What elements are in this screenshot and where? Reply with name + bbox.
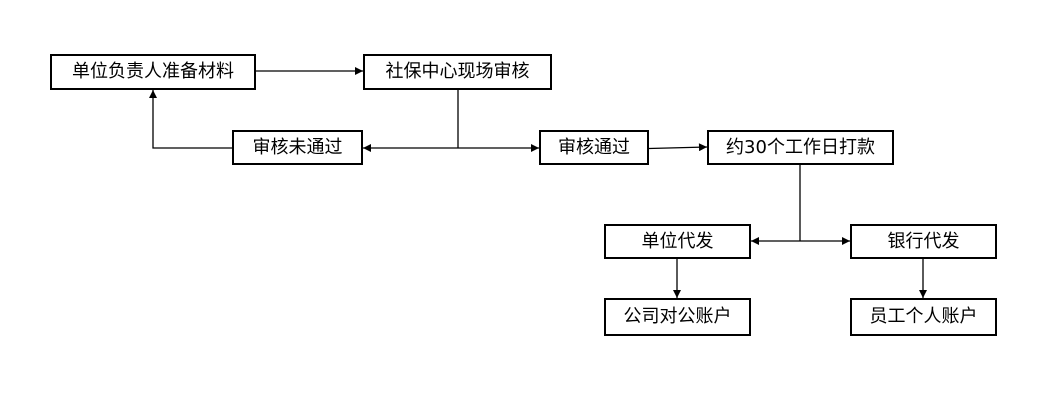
arrow-failed-to-prepare: [149, 90, 232, 149]
node-label: 社保中心现场审核: [385, 61, 530, 82]
node-prepare-materials: 单位负责人准备材料: [50, 54, 256, 90]
node-label: 审核通过: [558, 136, 630, 158]
node-review-failed: 审核未通过: [232, 130, 363, 165]
arrow-passed-to-payment: [648, 143, 708, 152]
node-label: 公司对公账户: [623, 306, 732, 327]
node-company-account: 公司对公账户: [604, 298, 751, 336]
node-label: 审核未通过: [252, 136, 343, 158]
node-bank-payout: 银行代发: [850, 224, 997, 259]
node-label: 单位负责人准备材料: [72, 61, 234, 82]
node-unit-payout: 单位代发: [604, 224, 751, 259]
node-payment: 约30个工作日打款: [707, 130, 894, 165]
node-label: 约30个工作日打款: [726, 136, 875, 158]
node-label: 员工个人账户: [869, 306, 978, 327]
node-employee-account: 员工个人账户: [850, 298, 997, 336]
node-onsite-review: 社保中心现场审核: [363, 54, 552, 90]
node-review-passed: 审核通过: [539, 130, 649, 165]
node-label: 银行代发: [887, 230, 960, 252]
node-label: 单位代发: [641, 230, 714, 252]
